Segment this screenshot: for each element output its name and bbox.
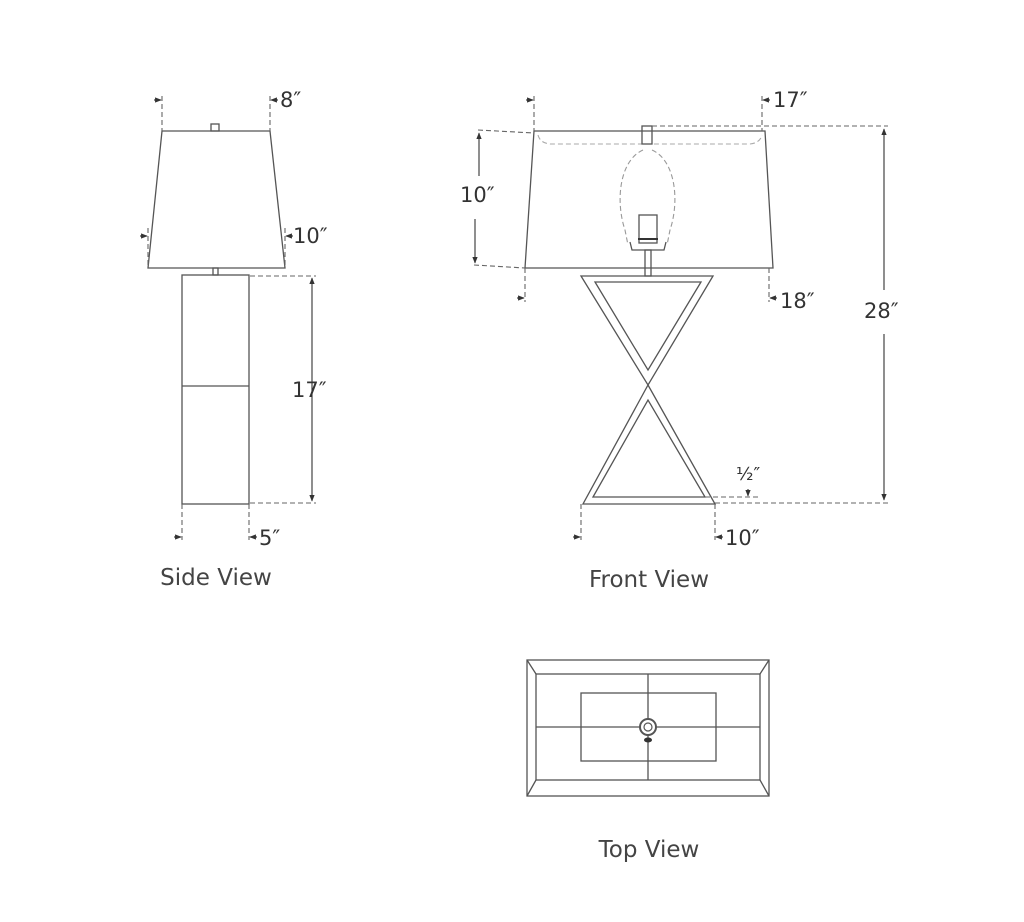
side-shade-bottom-label: 10″ — [293, 224, 328, 248]
side-neck — [212, 267, 219, 276]
x-frame-outer — [579, 275, 717, 505]
side-base-depth-label: 5″ — [259, 526, 280, 550]
front-shade-height-label: 10″ — [460, 183, 495, 207]
front-shade — [524, 130, 774, 269]
top-view: Top View — [526, 659, 770, 863]
side-finial — [210, 123, 220, 132]
front-shade-bottom-label: 18″ — [780, 289, 815, 313]
front-shade-top-label: 17″ — [773, 88, 808, 112]
top-view-title: Top View — [598, 837, 700, 863]
front-overall-height-label: 28″ — [864, 299, 899, 323]
side-body-height-label: 17″ — [292, 378, 327, 402]
front-finial — [641, 125, 653, 145]
x-frame-inner — [591, 281, 707, 498]
side-body — [181, 274, 250, 505]
side-view-title: Side View — [160, 565, 272, 591]
harp — [619, 149, 676, 246]
side-top-width-label: 8″ — [280, 88, 301, 112]
side-view: 8″ 10″ 17″ 5″ Side View — [140, 88, 328, 591]
front-base-thickness-label: ½″ — [736, 464, 760, 485]
front-view-title: Front View — [589, 567, 709, 593]
front-view: 17″ 10″ 18″ 28″ ½″ 10″ Front View — [460, 88, 899, 593]
socket — [638, 214, 658, 244]
top-outer-rect — [526, 659, 770, 797]
front-base-width-label: 10″ — [725, 526, 760, 550]
side-shade — [147, 130, 286, 269]
